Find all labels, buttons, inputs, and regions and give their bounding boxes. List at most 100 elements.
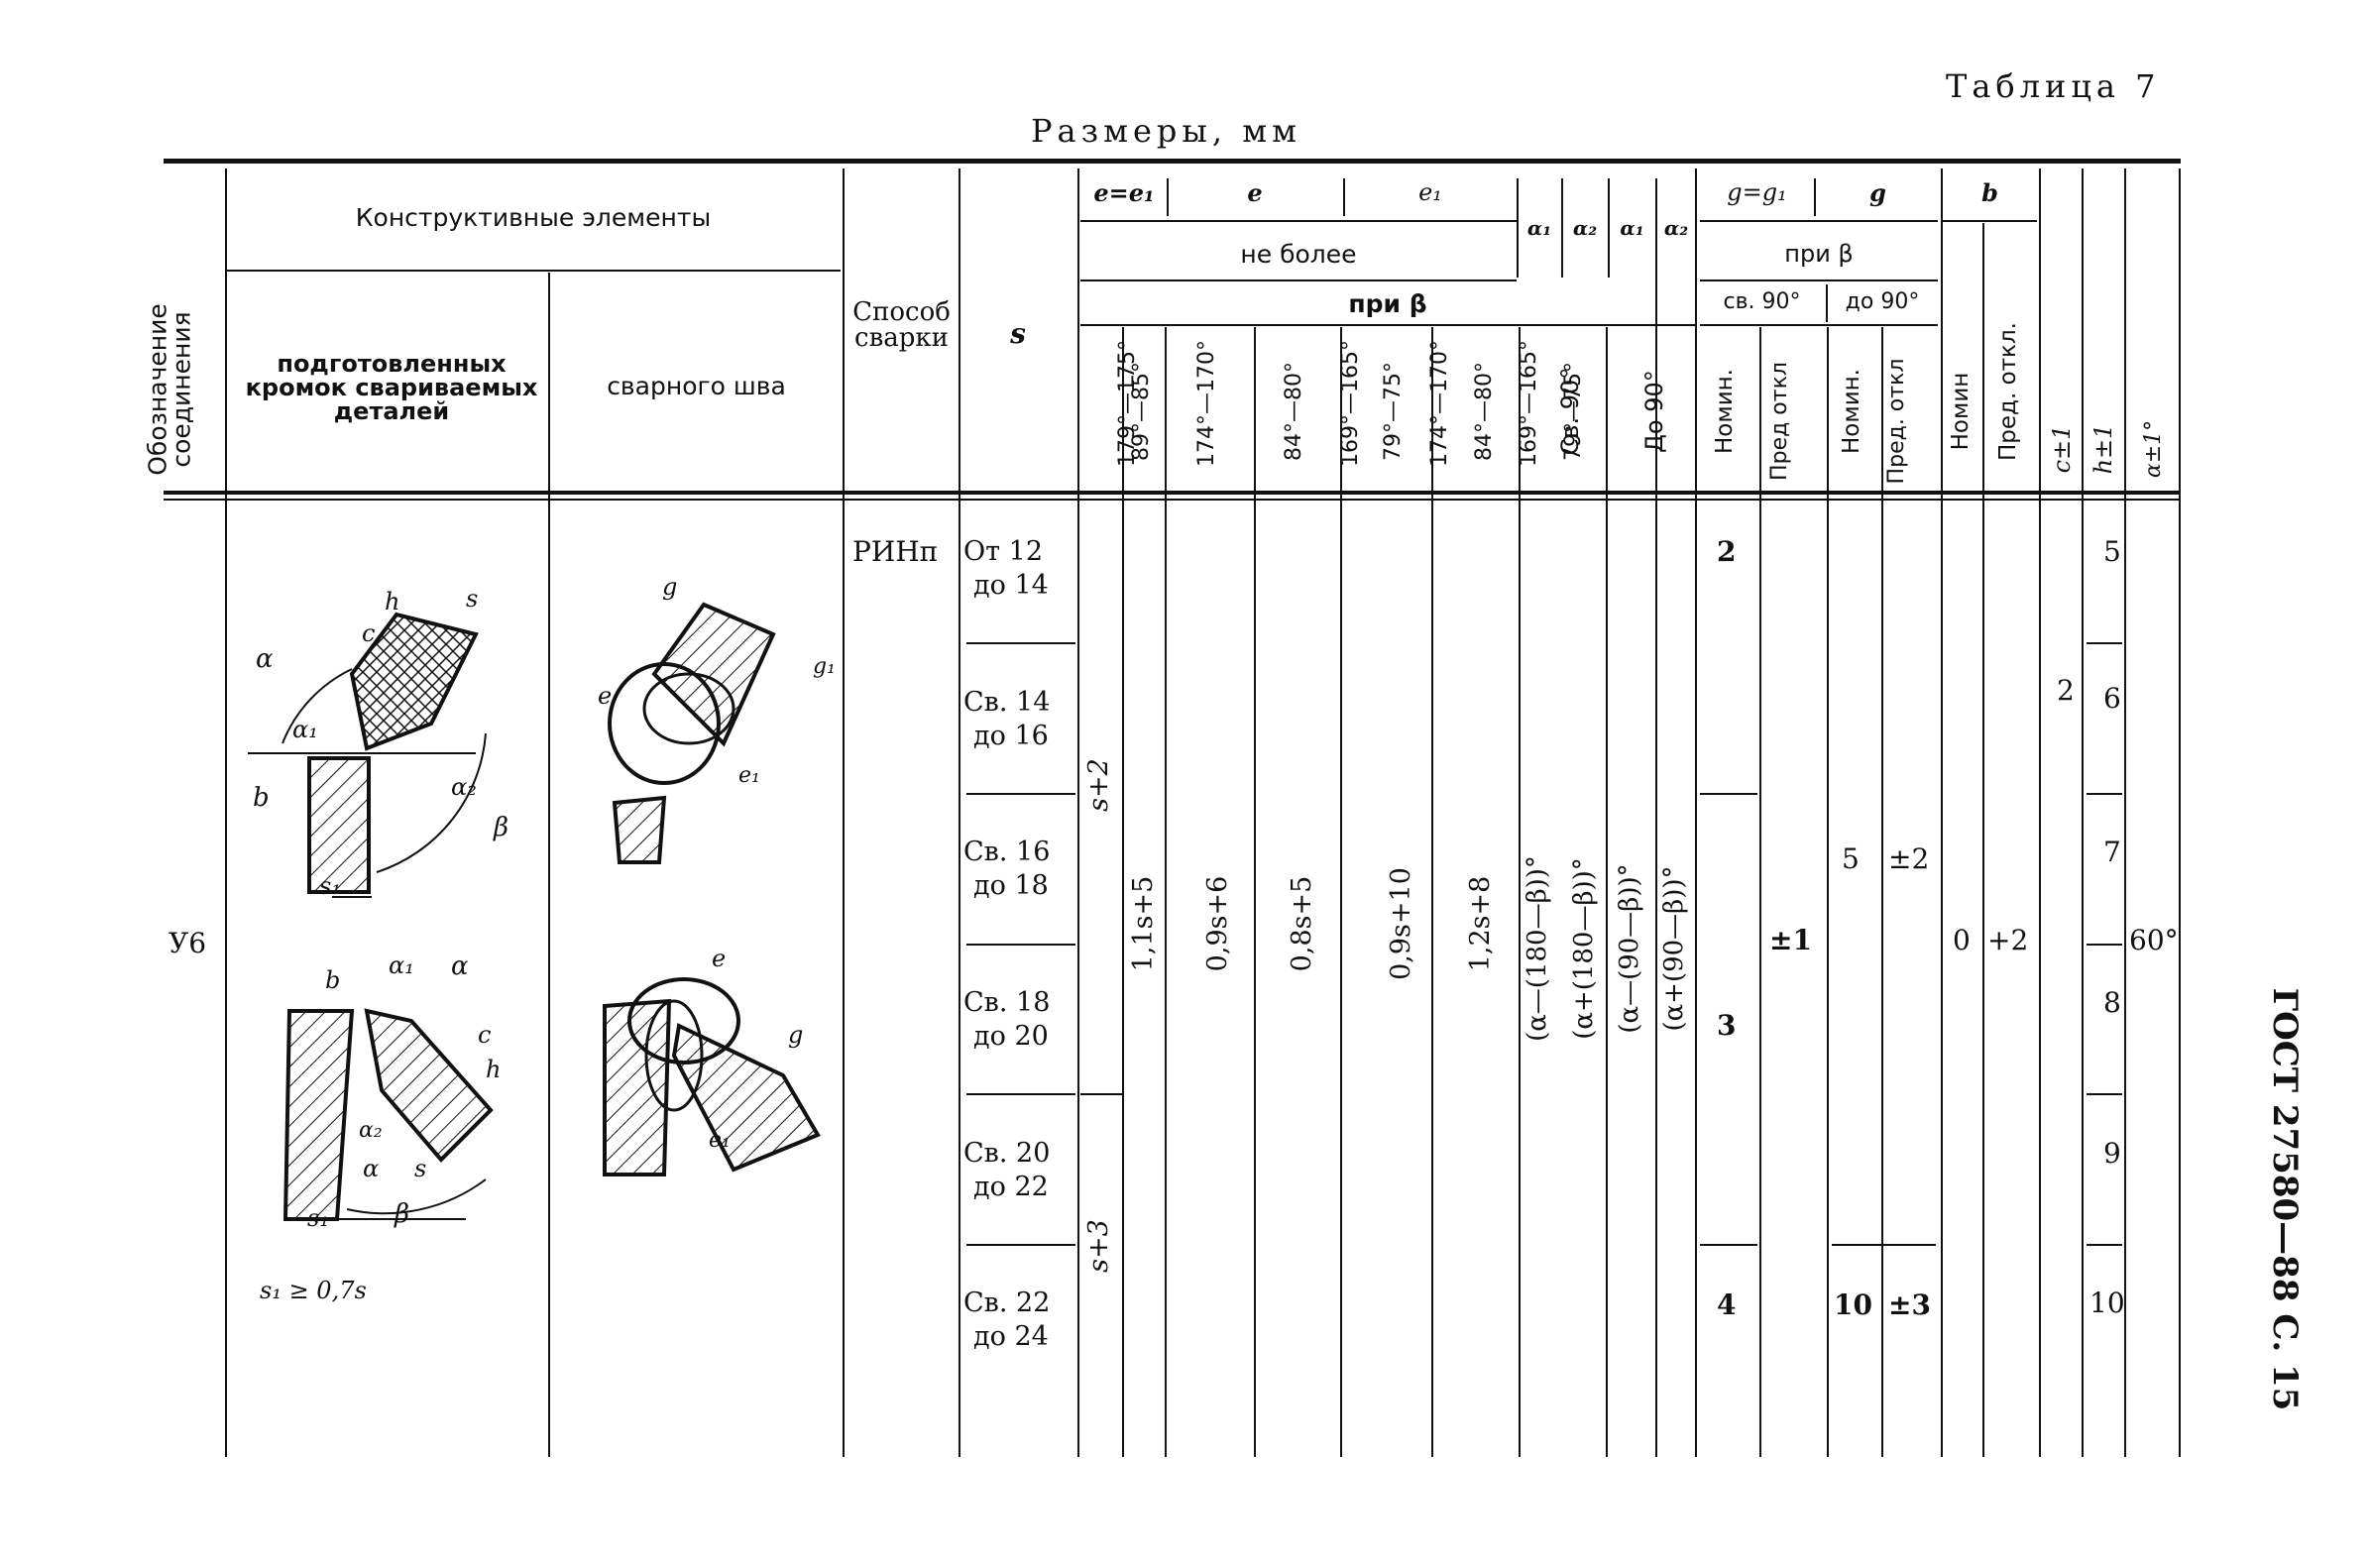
v-0 (225, 168, 227, 1457)
s-sep-3 (966, 1093, 1075, 1095)
e-s2: s+2 (1083, 758, 1114, 812)
h-val-3: 8 (2103, 986, 2121, 1019)
v-6 (1165, 327, 1167, 1457)
v-17 (1941, 168, 1943, 1457)
header-over90: св. 90° (1723, 289, 1801, 314)
formula-2: 0,8s+5 (1287, 875, 1317, 972)
lbl-tl-alpha1: α₁ (292, 716, 318, 743)
angle-8: 169°—165° (1517, 340, 1541, 467)
header-nomin2: Номин. (1839, 369, 1864, 455)
drawing-prepared-top (248, 612, 487, 898)
h-constr (226, 270, 841, 272)
g-tol: ±1 (1769, 924, 1812, 956)
drawing-weld-top (608, 602, 776, 864)
header-pred-otkl2: Пред. откл (1884, 358, 1909, 485)
header-sv90: Св. 90° (1556, 367, 1584, 456)
lbl-tl-c: c (362, 619, 376, 647)
c-val: 2 (2057, 674, 2075, 707)
h-g1 (1700, 220, 1938, 222)
lbl-tl-b: b (253, 783, 270, 813)
header-pred-otkl1: Пред откл (1767, 362, 1792, 481)
header-prepared: подготовленных кромок свариваемых детале… (245, 350, 538, 425)
alpha-formula-0: (α—(180—β))° (1523, 855, 1552, 1042)
header-nomin3: Номин (1948, 372, 1974, 451)
h-e1 (1080, 220, 1517, 222)
g-sep-a (1700, 793, 1757, 795)
lbl-br-g: g (788, 1021, 804, 1049)
lbl-bl-b: b (325, 966, 341, 994)
lbl-bl-alpha2: α₂ (359, 1118, 383, 1143)
v-4 (1077, 168, 1079, 1457)
header-e: e (1247, 178, 1263, 207)
header-upto90: до 90° (1845, 289, 1920, 314)
h-g3 (1700, 324, 1938, 326)
v-5 (1122, 327, 1124, 1457)
header-at-beta: при β (1348, 289, 1427, 318)
g-nom-e: 10 (1834, 1288, 1872, 1321)
g-tol-e: ±3 (1888, 1288, 1931, 1321)
lbl-tr-e: e (598, 682, 613, 710)
v-11 (1606, 327, 1608, 1457)
formula-3: 0,9s+10 (1386, 867, 1416, 980)
header-nomin1: Номин. (1712, 369, 1738, 455)
s-sep-0 (966, 642, 1075, 644)
v-18 (1982, 223, 1984, 1457)
v-10 (1519, 327, 1521, 1457)
h-b (1943, 220, 2037, 222)
header-method: Способ сварки (852, 297, 951, 353)
angle-5: 79°—75° (1381, 362, 1406, 461)
v-19 (2039, 168, 2041, 1457)
lbl-tl-alpha: α (256, 644, 274, 674)
lbl-tr-e1: e₁ (738, 763, 760, 788)
g-tol-d: ±2 (1888, 842, 1930, 875)
alpha-val: 60° (2129, 924, 2179, 956)
angle-1: 89°—85° (1129, 362, 1154, 461)
header-alpha2-b: α₂ (1663, 216, 1689, 240)
v-g-sep1 (1814, 178, 1816, 216)
header-weld-seam: сварного шва (607, 372, 786, 400)
header-designation: Обозначение соединения (143, 303, 196, 476)
formula-0: 1,1s+5 (1128, 875, 1159, 972)
side-note: ГОСТ 27580—88 С. 15 (2265, 987, 2305, 1411)
v-14 (1759, 327, 1761, 1457)
alpha-formula-1: (α+(180—β))° (1569, 857, 1599, 1040)
v-16 (1881, 327, 1883, 1457)
header-alpha1-b: α₁ (1620, 216, 1644, 240)
h-e2 (1080, 280, 1517, 281)
g-sep-b (1700, 1244, 1757, 1246)
lbl-bl-alpha: α (451, 952, 469, 981)
subtitle: Размеры, мм (1031, 112, 1301, 150)
h-sep-4 (2087, 1244, 2122, 1246)
header-not-more: не более (1240, 240, 1357, 269)
angle-6: 174°—170° (1427, 340, 1452, 467)
v-g-sep2 (1826, 284, 1828, 322)
header-pred-otkl3: Пред. откл. (1995, 322, 2021, 461)
v-a-sep1 (1517, 178, 1519, 278)
lbl-tl-s1: s₁ (319, 872, 341, 900)
e-s3: s+3 (1083, 1219, 1114, 1273)
alpha-formula-2: (α—(90—β))° (1615, 863, 1644, 1034)
g-nom-b: 3 (1717, 1009, 1737, 1042)
v-e-sep2 (1343, 178, 1345, 216)
v-13 (1695, 168, 1697, 1457)
s-sep-2 (966, 944, 1075, 946)
v-15 (1827, 327, 1829, 1457)
lbl-tl-s: s (466, 585, 479, 613)
lbl-tr-g: g (662, 573, 678, 601)
lbl-tl-alpha2: α₂ (451, 773, 477, 801)
lbl-br-e: e (712, 945, 727, 972)
lbl-tr-g1: g₁ (813, 654, 836, 679)
h-sep-1 (2087, 793, 2122, 795)
h-g2 (1700, 280, 1938, 281)
v-e-sep1 (1167, 178, 1169, 216)
h-val-1: 6 (2103, 682, 2121, 715)
header-g-eq: g=g₁ (1727, 178, 1787, 206)
header-a-tol: α±1° (2141, 419, 2166, 479)
header-c-tol: c±1 (2048, 424, 2076, 474)
lbl-tl-h: h (385, 588, 400, 616)
row-designation: У6 (169, 927, 207, 959)
h-sep-2 (2087, 944, 2122, 946)
